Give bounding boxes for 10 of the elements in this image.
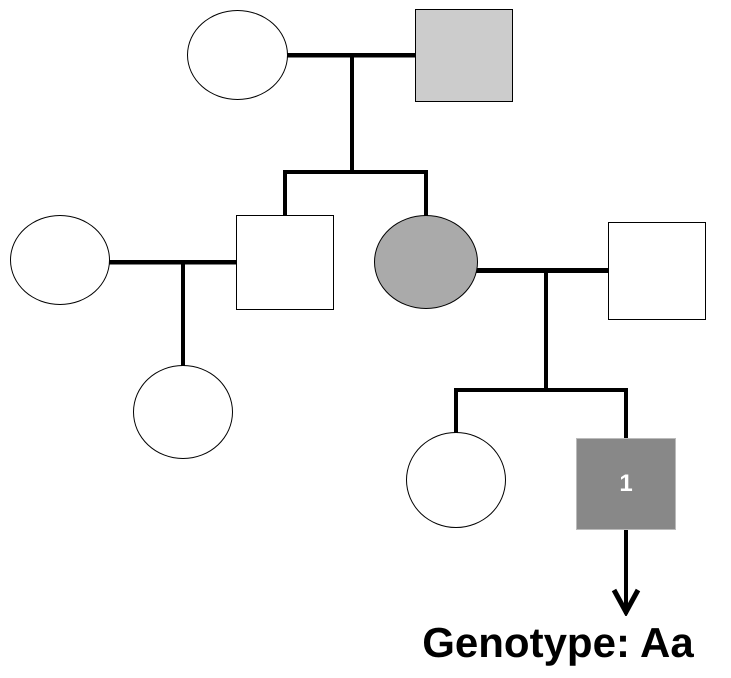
male-square	[608, 222, 706, 320]
descent-line	[350, 53, 417, 57]
male-square	[415, 9, 513, 102]
mating-line	[476, 269, 610, 273]
genotype-label: Genotype: Aa	[385, 612, 731, 674]
male-square: 1	[576, 438, 676, 530]
male-square	[236, 215, 334, 310]
descent-line	[181, 260, 238, 264]
descent-line	[544, 268, 610, 272]
arrow	[612, 528, 640, 614]
